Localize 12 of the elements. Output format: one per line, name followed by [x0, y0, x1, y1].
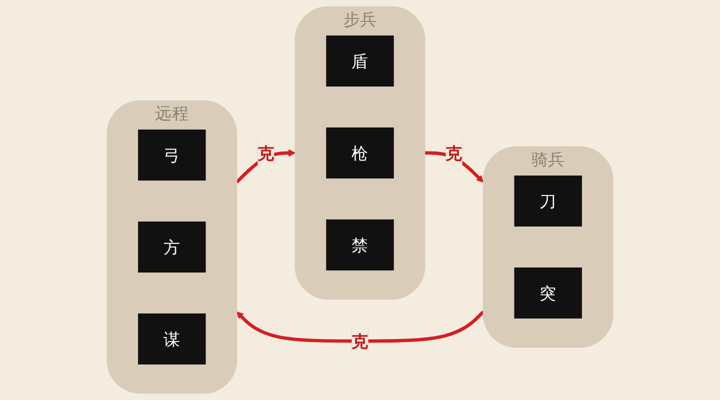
node-box: 谋 [138, 313, 206, 364]
node-box: 突 [514, 268, 582, 318]
node-box: 枪 [326, 127, 394, 178]
node-box: 弓 [138, 130, 206, 181]
arrow [236, 310, 484, 343]
node-box: 刀 [514, 176, 582, 227]
edge-label: 克 [446, 142, 462, 164]
edge-label: 克 [352, 331, 368, 352]
edge-label: 克 [258, 142, 274, 164]
node-box: 方 [138, 222, 206, 273]
node-box: 禁 [326, 219, 394, 270]
node-box: 盾 [326, 36, 394, 87]
